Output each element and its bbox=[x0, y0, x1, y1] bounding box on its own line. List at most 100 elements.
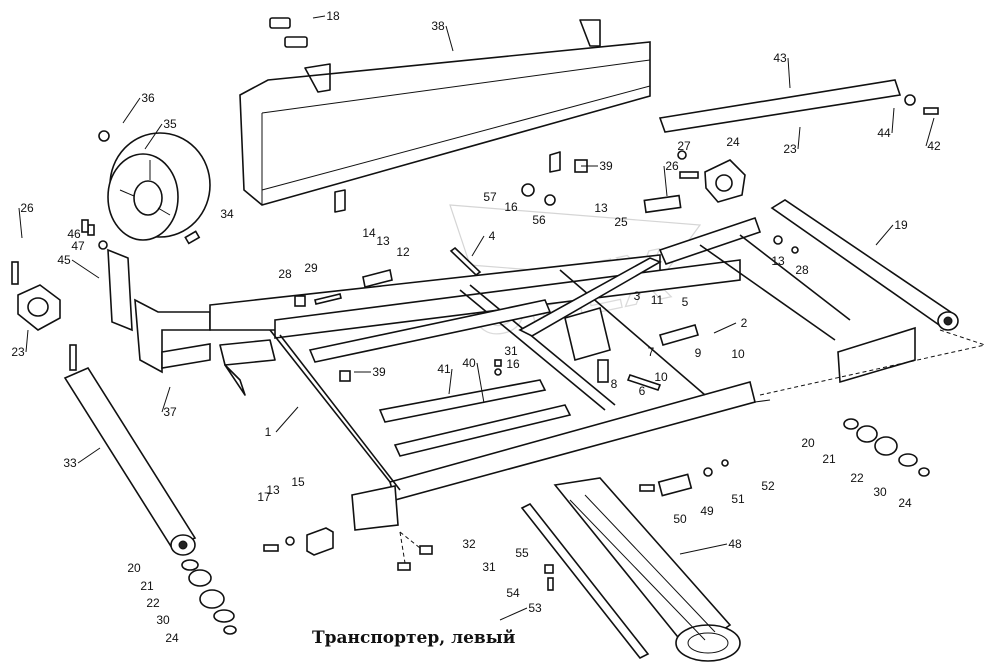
callout-number: 45 bbox=[57, 253, 71, 267]
callout-number: 49 bbox=[700, 504, 714, 518]
callout-number: 31 bbox=[504, 344, 518, 358]
callout-number: 25 bbox=[614, 215, 628, 229]
callout-number: 21 bbox=[822, 452, 836, 466]
assembly-dash-lines bbox=[399, 329, 986, 564]
callout-leader-line bbox=[71, 259, 100, 279]
callout-number: 8 bbox=[611, 377, 618, 391]
part-26-bolt-left bbox=[11, 261, 19, 285]
callout-number: 55 bbox=[515, 546, 529, 560]
callout-leader-line bbox=[448, 368, 453, 395]
fasteners-bottom bbox=[263, 527, 433, 571]
callout-number: 31 bbox=[482, 560, 496, 574]
callout-number: 7 bbox=[648, 345, 655, 359]
callout-number: 10 bbox=[654, 370, 668, 384]
callout-leader-line bbox=[797, 126, 801, 150]
callout-number: 29 bbox=[304, 261, 318, 275]
callout-number: 28 bbox=[795, 263, 809, 277]
callout-number: 53 bbox=[528, 601, 542, 615]
part-48-conveyor-belt bbox=[553, 477, 741, 662]
callout-leader-line bbox=[471, 235, 485, 257]
callout-number: 47 bbox=[71, 239, 85, 253]
callout-number: 3 bbox=[634, 289, 641, 303]
callout-number: 22 bbox=[850, 471, 864, 485]
callout-number: 43 bbox=[773, 51, 787, 65]
callout-number: 13 bbox=[771, 254, 785, 268]
callout-number: 38 bbox=[431, 19, 445, 33]
callout-number: 34 bbox=[220, 207, 234, 221]
callout-number: 54 bbox=[506, 586, 520, 600]
callout-number: 57 bbox=[483, 190, 497, 204]
callout-number: 5 bbox=[682, 295, 689, 309]
callout-number: 30 bbox=[873, 485, 887, 499]
callout-number: 40 bbox=[462, 356, 476, 370]
callout-number: 12 bbox=[396, 245, 410, 259]
callout-number: 1 bbox=[265, 425, 272, 439]
fasteners-center bbox=[81, 94, 939, 591]
callout-leader-line bbox=[499, 607, 528, 621]
part-53-slat bbox=[520, 502, 650, 660]
callout-number: 24 bbox=[898, 496, 912, 510]
part-38-side-cover bbox=[239, 19, 651, 213]
part-18-pads bbox=[269, 17, 308, 48]
callout-number: 20 bbox=[801, 436, 815, 450]
callout-number: 24 bbox=[726, 135, 740, 149]
callout-number: 4 bbox=[489, 229, 496, 243]
callout-number: 46 bbox=[67, 227, 81, 241]
part-35-pulley bbox=[98, 130, 211, 241]
part-1-frame bbox=[209, 254, 771, 531]
callout-number: 22 bbox=[146, 596, 160, 610]
callout-leader-line bbox=[18, 207, 23, 239]
callout-number: 26 bbox=[665, 159, 679, 173]
callout-number: 41 bbox=[437, 362, 451, 376]
callout-number: 6 bbox=[639, 384, 646, 398]
callout-leader-line bbox=[787, 57, 791, 89]
callout-number: 39 bbox=[372, 365, 386, 379]
callout-leader-line bbox=[161, 386, 171, 413]
callout-number: 27 bbox=[677, 139, 691, 153]
part-23-bearing-housing-right bbox=[704, 159, 746, 203]
callout-number: 52 bbox=[761, 479, 775, 493]
callout-number: 36 bbox=[141, 91, 155, 105]
part-34-pin bbox=[184, 230, 201, 245]
callout-number: 21 bbox=[140, 579, 154, 593]
callout-number: 10 bbox=[731, 347, 745, 361]
callout-number: 20 bbox=[127, 561, 141, 575]
callout-number: 37 bbox=[163, 405, 177, 419]
bearing-stack-left bbox=[181, 559, 237, 635]
callout-number: 35 bbox=[163, 117, 177, 131]
callout-number: 48 bbox=[728, 537, 742, 551]
callout-number: 50 bbox=[673, 512, 687, 526]
part-37-bracket bbox=[87, 224, 211, 374]
callout-leader-line bbox=[891, 107, 895, 134]
callout-number: 26 bbox=[20, 201, 34, 215]
callout-leader-line bbox=[476, 362, 485, 404]
callout-number: 18 bbox=[326, 9, 340, 23]
callout-leader-line bbox=[25, 329, 29, 353]
callout-number: 56 bbox=[532, 213, 546, 227]
callout-leader-line bbox=[713, 322, 737, 334]
diagram-caption: Транспортер, левый bbox=[312, 628, 516, 648]
callout-leader-line bbox=[144, 123, 163, 150]
callout-leader-line bbox=[312, 15, 326, 19]
callout-number: 32 bbox=[462, 537, 476, 551]
callout-number: 28 bbox=[278, 267, 292, 281]
callout-number: 16 bbox=[504, 200, 518, 214]
callout-leader-line bbox=[275, 406, 299, 433]
callout-number: 19 bbox=[894, 218, 908, 232]
callout-number: 14 bbox=[362, 226, 376, 240]
part-23-bearing-housing-left bbox=[17, 284, 61, 331]
callout-leader-line bbox=[875, 224, 894, 246]
callout-number: 42 bbox=[927, 139, 941, 153]
callout-number: 30 bbox=[156, 613, 170, 627]
bearing-stack-right bbox=[843, 418, 930, 477]
part-45-plate bbox=[107, 248, 133, 332]
callout-leader-line bbox=[679, 543, 728, 555]
callout-number: 15 bbox=[291, 475, 305, 489]
part-43-wear-strip bbox=[658, 79, 902, 133]
callout-number: 24 bbox=[165, 631, 179, 645]
part-19-roller-right bbox=[770, 199, 959, 331]
callout-leader-line bbox=[445, 25, 454, 52]
callout-number: 2 bbox=[741, 316, 748, 330]
